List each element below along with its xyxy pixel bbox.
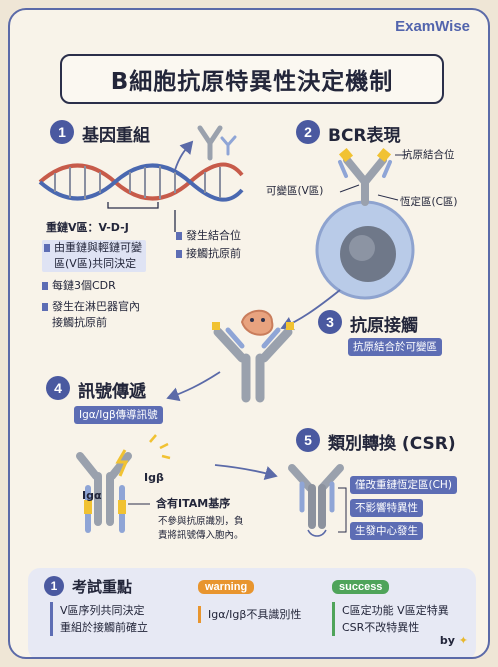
exam-col-1: V區序列共同決定 重組於接觸前確立 bbox=[50, 602, 148, 636]
s3-pill: 抗原結合於可變區 bbox=[348, 338, 442, 356]
constant-region-label: 恆定區(C區) bbox=[400, 196, 458, 208]
exam-points-box: 1 考試重點 V區序列共同決定 重組於接觸前確立 warning Igα/Igβ… bbox=[28, 568, 476, 657]
signal-receptor-icon bbox=[76, 434, 171, 533]
s1-bullet-2: 每鏈3個CDR bbox=[42, 278, 116, 294]
s1-bullet-1: 由重鏈與輕鏈可變 區(V區)共同決定 bbox=[42, 240, 146, 272]
antigen-site-label: 抗原結合位 bbox=[402, 149, 455, 161]
success-text: C區定功能 V區定特異 CSR不改特異性 bbox=[332, 602, 449, 636]
s1-bullet-3: 發生在淋巴器官內 接觸抗原前 bbox=[42, 299, 140, 331]
small-antibody-icon bbox=[197, 125, 237, 161]
warning-text: Igα/Igβ不具識別性 bbox=[198, 606, 301, 623]
itam-label: 含有ITAM基序 bbox=[156, 497, 231, 510]
heavy-chain-label: 重鏈V區：V-D-J bbox=[46, 221, 129, 234]
variable-region-label: 可變區(V區) bbox=[266, 185, 324, 197]
diagram-graphics bbox=[38, 125, 415, 537]
dna-helix-icon bbox=[38, 162, 244, 232]
s4-note: 不參與抗原識別，負 責將訊號傳入胞內。 bbox=[158, 516, 244, 541]
s5-pill-2: 不影響特異性 bbox=[350, 499, 423, 517]
s5-pill-1: 僅改重鏈恆定區(CH) bbox=[350, 476, 457, 494]
s5-pill-3: 生發中心發生 bbox=[350, 522, 423, 540]
byline: by ✦ bbox=[439, 634, 468, 647]
section-3-title: 抗原接觸 bbox=[350, 316, 418, 336]
section-5-number: 5 bbox=[296, 428, 320, 452]
banana-icon: ✦ bbox=[458, 634, 468, 647]
s1-side-bullet-2: 接觸抗原前 bbox=[176, 246, 241, 262]
section-3-number: 3 bbox=[318, 310, 342, 334]
antigen-antibody-icon bbox=[212, 309, 294, 403]
s1-side-bullet-1: 發生結合位 bbox=[176, 228, 241, 244]
section-2-title: BCR表現 bbox=[328, 126, 401, 146]
section-1-title: 基因重組 bbox=[82, 126, 150, 146]
ig-beta-label: Igβ bbox=[144, 471, 164, 484]
section-1-number: 1 bbox=[50, 120, 74, 144]
page-title: B細胞抗原特異性決定機制 bbox=[110, 69, 394, 95]
section-2-number: 2 bbox=[296, 120, 320, 144]
b-cell-icon bbox=[315, 147, 415, 300]
section-5-title: 類別轉換 (CSR) bbox=[328, 434, 456, 454]
class-switch-antibody-icon bbox=[288, 464, 347, 537]
ig-alpha-label: Igα bbox=[82, 489, 102, 502]
section-4-title: 訊號傳遞 bbox=[78, 382, 146, 402]
s4-pill: Igα/Igβ傳導訊號 bbox=[74, 406, 163, 424]
infographic-card: ExamWise B細胞抗原特異性決定機制 bbox=[8, 8, 490, 659]
brand-logo: ExamWise bbox=[395, 18, 470, 35]
exam-number: 1 bbox=[44, 576, 64, 596]
warning-tag: warning bbox=[198, 580, 255, 594]
section-4-number: 4 bbox=[46, 376, 70, 400]
exam-title: 考試重點 bbox=[72, 578, 133, 596]
title-box: B細胞抗原特異性決定機制 bbox=[60, 54, 444, 104]
success-tag: success bbox=[332, 580, 390, 594]
